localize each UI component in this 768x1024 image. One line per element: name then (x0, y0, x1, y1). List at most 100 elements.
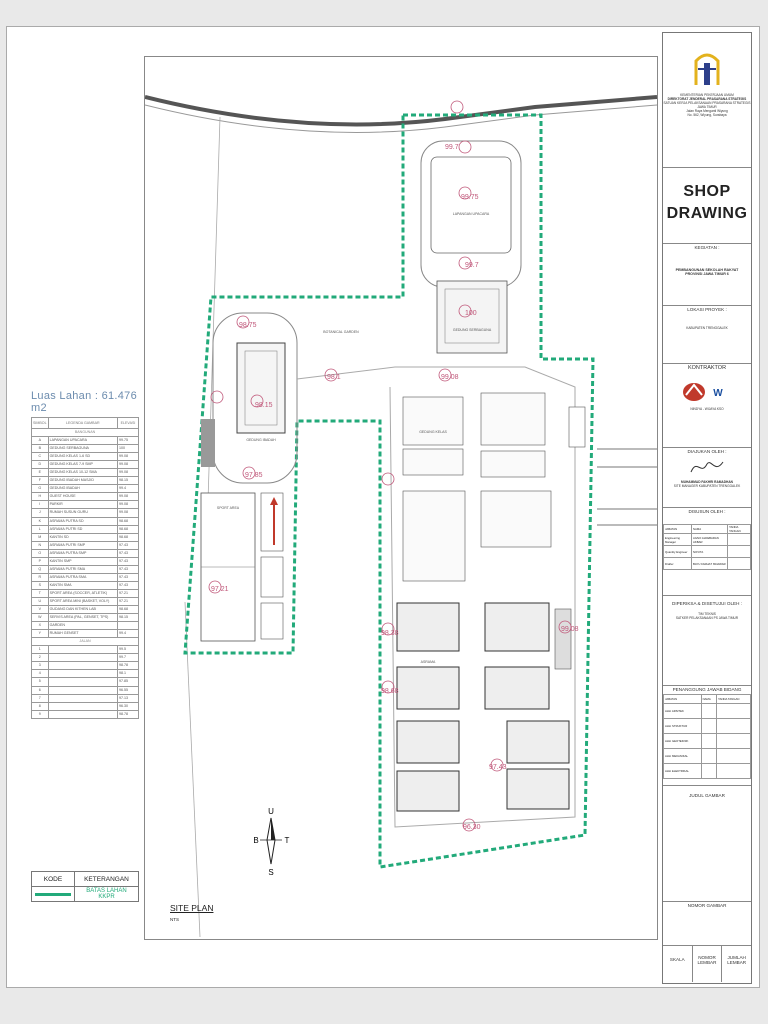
legend-elevation: 97.43 (117, 556, 139, 566)
legend-symbol: C (31, 452, 49, 462)
land-area: Luas Lahan : 61.476 m2 (31, 390, 138, 414)
legend-symbol: U (31, 596, 49, 607)
elev-ibadah-s: 97.85 (245, 472, 263, 479)
legend-name: ASRAMA PUTRA SD (47, 516, 119, 526)
jalan-elevation: 98.78 (117, 661, 139, 671)
jalan-blank (47, 709, 119, 719)
site-plan-frame: LAPANGAN UPACARA GEDUNG SERBAGUNA BOTANI… (144, 56, 658, 940)
legend-name: GEDUNG KELAS 7-9 SMP (47, 460, 119, 470)
disusun-r1-jab: Engineering Manager (662, 533, 693, 546)
elev-serbaguna: 100 (465, 310, 477, 317)
legend-name: RUMAH SUSUN GURU (47, 508, 119, 518)
north-arrow-compass: U B T S (253, 807, 289, 877)
jalan-elevation: 98.78 (117, 709, 139, 719)
elev-junction: 99.08 (441, 374, 459, 381)
legend-name: GUDANG DAN KITHEN LAB (47, 605, 119, 615)
jalan-elevation: 99.5 (117, 645, 139, 655)
legend-symbol: Y (31, 629, 49, 639)
nomor-label: NOMOR GAMBAR (687, 903, 727, 908)
legend-elevation: 99.08 (117, 460, 139, 470)
keterangan-header: KETERANGAN (74, 871, 139, 887)
west-road-loop (212, 312, 298, 484)
legend-elevation: 97.21 (117, 596, 139, 607)
pu-logo-icon (694, 53, 720, 85)
pjb-r3-nama (700, 748, 718, 764)
jalan-elevation: 97.13 (117, 693, 139, 703)
asrama-label: ASRAMA (421, 660, 436, 664)
legend-elevation: 99.4 (117, 629, 139, 639)
legend-elevation: 98.68 (117, 516, 139, 526)
ibadah-label: GEDUNG IBADAH (246, 438, 276, 442)
jalan-blank (47, 669, 119, 679)
pjb-r2: AHLI GEOTEKNIK (663, 733, 702, 749)
pjb-r4-ttd (716, 763, 751, 779)
kegiatan-value: PEMBANGUNAN SEKOLAH RAKYAT PROVINSI JAWA… (675, 268, 739, 276)
shop-title: SHOP (683, 183, 731, 200)
gedung-serbaguna (436, 280, 508, 354)
legend-symbol: Q (31, 564, 49, 574)
pjb-r2-nama (700, 733, 718, 749)
jalan-blank (47, 645, 119, 655)
legend-elevation: 97.21 (117, 588, 139, 598)
lapangan-label: LAPANGAN UPACARA (453, 212, 490, 216)
jalan-number: 5 (31, 677, 49, 687)
jalan-elevation: 97.85 (117, 677, 139, 687)
site-plan-drawing: LAPANGAN UPACARA GEDUNG SERBAGUNA BOTANI… (145, 95, 657, 938)
disusun-r2-nama: NOVITA (691, 545, 729, 558)
pjb-r0-ttd (716, 703, 751, 719)
elevation-markers (208, 100, 572, 832)
pjb-r3: AHLI MEKANIKAL (663, 748, 702, 764)
pjb-r0: AHLI ARSITEK (663, 703, 702, 719)
tb-pjb: PENANGGUNG JAWAB BIDANG JABATAN NAMA TAN… (663, 685, 751, 786)
legend-symbol: R (31, 572, 49, 582)
jalan-elevation: 98.1 (117, 669, 139, 679)
legend-panel: Luas Lahan : 61.476 m2 SIMBOL LEGENDA GA… (31, 390, 139, 719)
signature-icon (690, 461, 724, 473)
jalan-blank (47, 677, 119, 687)
disusun-h-nama: NAMA (691, 524, 729, 534)
guest-house (568, 406, 586, 448)
disusun-r3-nama: BAYU FARHAT ISNAWAR (691, 557, 729, 570)
kode-item: BATAS LAHAN KKPR (74, 886, 139, 902)
legend-elevation (117, 621, 139, 631)
legend-elevation: 98.68 (117, 532, 139, 542)
legend-elevation: 97.43 (117, 580, 139, 590)
legend-elevation: 99.08 (117, 500, 139, 510)
legend-name: ASRAMA PUTRI SMP (47, 540, 119, 550)
jalan-blank (47, 693, 119, 703)
ministry-line: No. 562, Wiyung, Surabaya (687, 113, 727, 117)
legend-elevation: 99.4 (117, 484, 139, 494)
disusun-label: DISUSUN OLEH : (688, 509, 726, 514)
disusun-r2-jab: Quantity Engineer (662, 545, 693, 558)
legend-elevation: 99.08 (117, 452, 139, 462)
pjb-h-ttd: TANDA TANGAN (716, 694, 751, 704)
elev-mid: 99.7 (465, 262, 479, 269)
tb-shop-drawing: SHOP DRAWING (663, 167, 751, 244)
compass-north: U (268, 807, 274, 816)
red-arrow (270, 497, 278, 505)
nomor-lembar-label: NOMOR LEMBAR (693, 945, 723, 982)
kode-header: KODE (31, 871, 75, 887)
legend-symbol: A (31, 436, 49, 446)
tim-teknis: TIM TEKNIS (698, 612, 716, 616)
jalan-blank (47, 701, 119, 711)
jumlah-lembar-label: JUMLAH LEMBAR (727, 955, 747, 965)
legend-name: GEDUNG KELAS 1-6 SD (47, 452, 119, 462)
jalan-elevation: 96.30 (117, 701, 139, 711)
pjb-r4: AHLI ELEKTRIKAL (663, 763, 702, 779)
legend-section-jalan: JALAN (31, 637, 139, 647)
compass-south: S (268, 868, 273, 877)
gedung-ibadah (236, 342, 286, 434)
disusun-r3-ttd (727, 557, 751, 570)
disusun-h-jabatan: JABATAN (662, 524, 693, 534)
legend-symbol: K (31, 516, 49, 526)
